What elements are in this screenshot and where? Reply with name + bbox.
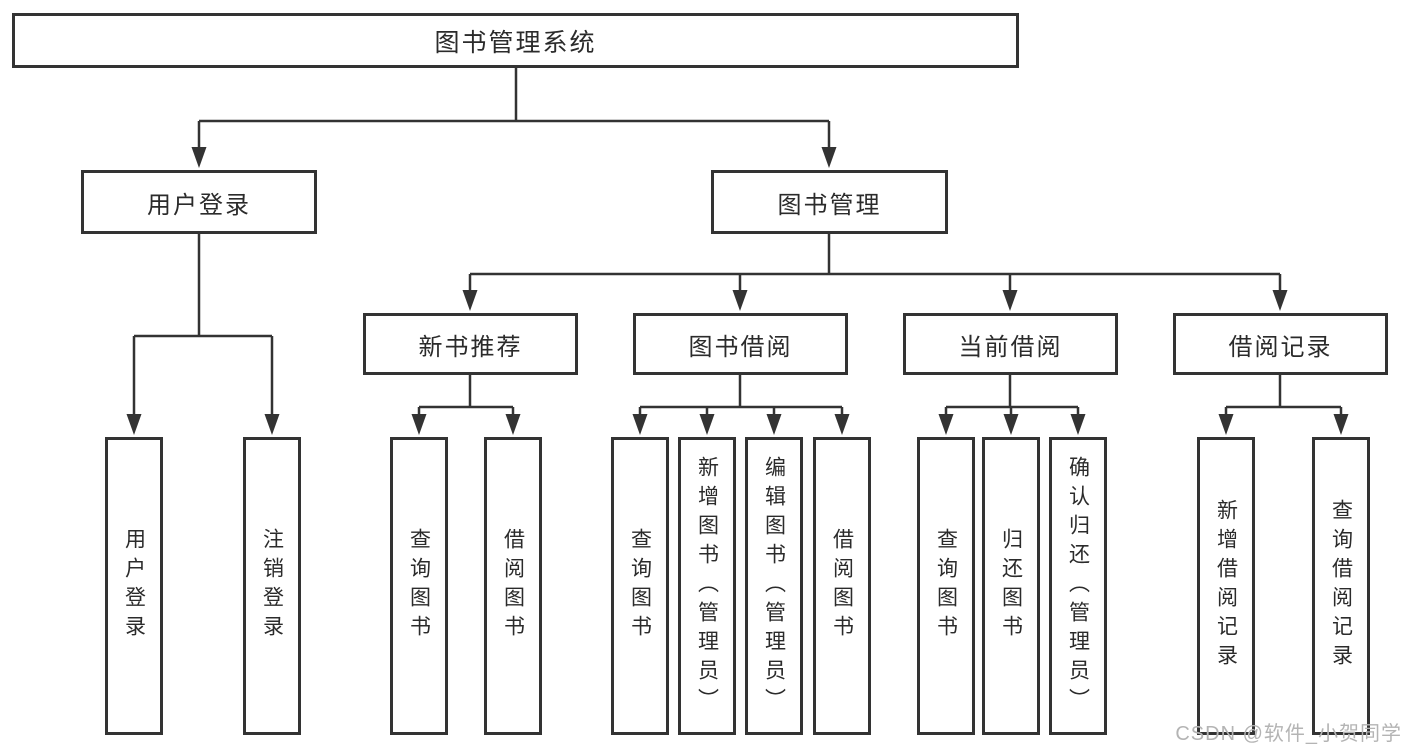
node-book-management: 图书管理	[711, 170, 948, 234]
leaf-user-login: 用户登录	[105, 437, 163, 735]
node-book-borrow-label: 图书借阅	[688, 333, 793, 361]
leaf-nb-query-books: 查询图书	[390, 437, 448, 735]
leaf-br-query-record: 查询借阅记录	[1312, 437, 1370, 735]
leaf-logout-label: 注销登录	[260, 528, 284, 644]
leaf-br-query-record-label: 查询借阅记录	[1329, 499, 1353, 673]
leaf-br-add-record: 新增借阅记录	[1197, 437, 1255, 735]
leaf-bb-add-books-admin-label: 新增图书（管理员）	[695, 455, 719, 717]
leaf-cb-confirm-return-admin: 确认归还（管理员）	[1049, 437, 1107, 735]
node-new-book-recommend: 新书推荐	[363, 313, 578, 375]
node-new-book-recommend-label: 新书推荐	[418, 333, 523, 361]
leaf-bb-borrow-books-label: 借阅图书	[830, 528, 854, 644]
node-current-borrow: 当前借阅	[903, 313, 1118, 375]
node-borrow-records: 借阅记录	[1173, 313, 1388, 375]
leaf-bb-query-books: 查询图书	[611, 437, 669, 735]
node-borrow-records-label: 借阅记录	[1228, 333, 1333, 361]
leaf-br-add-record-label: 新增借阅记录	[1214, 499, 1238, 673]
node-book-management-label: 图书管理	[777, 191, 882, 219]
arrowheads	[126, 147, 1349, 435]
node-root-system: 图书管理系统	[12, 13, 1019, 68]
leaf-cb-return-books-label: 归还图书	[999, 528, 1023, 644]
leaf-nb-query-books-label: 查询图书	[407, 528, 431, 644]
leaf-bb-borrow-books: 借阅图书	[813, 437, 871, 735]
leaf-bb-edit-books-admin-label: 编辑图书（管理员）	[762, 455, 786, 717]
leaf-user-login-label: 用户登录	[122, 528, 146, 644]
csdn-watermark: CSDN @软件_小贺同学	[1175, 723, 1402, 745]
leaf-nb-borrow-books: 借阅图书	[484, 437, 542, 735]
leaf-bb-add-books-admin: 新增图书（管理员）	[678, 437, 736, 735]
node-user-login-branch-label: 用户登录	[147, 191, 251, 219]
leaf-nb-borrow-books-label: 借阅图书	[501, 528, 525, 644]
node-root-label: 图书管理系统	[434, 28, 597, 57]
leaf-cb-query-books-label: 查询图书	[934, 528, 958, 644]
leaf-cb-return-books: 归还图书	[982, 437, 1040, 735]
leaf-cb-query-books: 查询图书	[917, 437, 975, 735]
leaf-logout: 注销登录	[243, 437, 301, 735]
leaf-bb-edit-books-admin: 编辑图书（管理员）	[745, 437, 803, 735]
leaf-cb-confirm-return-admin-label: 确认归还（管理员）	[1066, 455, 1090, 717]
leaf-bb-query-books-label: 查询图书	[628, 528, 652, 644]
node-user-login-branch: 用户登录	[81, 170, 317, 234]
node-book-borrow: 图书借阅	[633, 313, 848, 375]
node-current-borrow-label: 当前借阅	[958, 333, 1063, 361]
